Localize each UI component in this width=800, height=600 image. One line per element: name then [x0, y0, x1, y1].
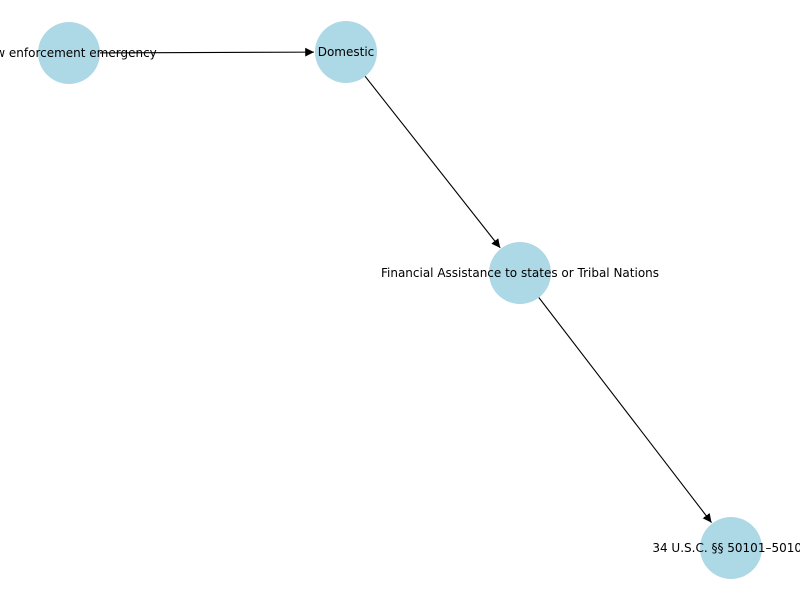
node-label: Domestic [318, 45, 375, 59]
node-n1 [38, 22, 100, 84]
edge-n2-n3 [345, 51, 501, 249]
edge-n3-n4 [519, 272, 712, 523]
edge-n1-n2 [68, 47, 315, 57]
node-n2 [315, 21, 377, 83]
node-label: Law enforcement emergency [0, 46, 157, 60]
node-circle [315, 21, 377, 83]
nodes-layer: Law enforcement emergency DomesticFinanci… [0, 21, 800, 579]
node-circle [489, 242, 551, 304]
node-circle [700, 517, 762, 579]
node-label: Financial Assistance to states or Tribal… [381, 266, 659, 280]
node-n3 [489, 242, 551, 304]
node-n4 [700, 517, 762, 579]
edges-layer [68, 47, 712, 523]
node-circle [38, 22, 100, 84]
node-label: 34 U.S.C. §§ 50101–50107 [652, 541, 800, 555]
